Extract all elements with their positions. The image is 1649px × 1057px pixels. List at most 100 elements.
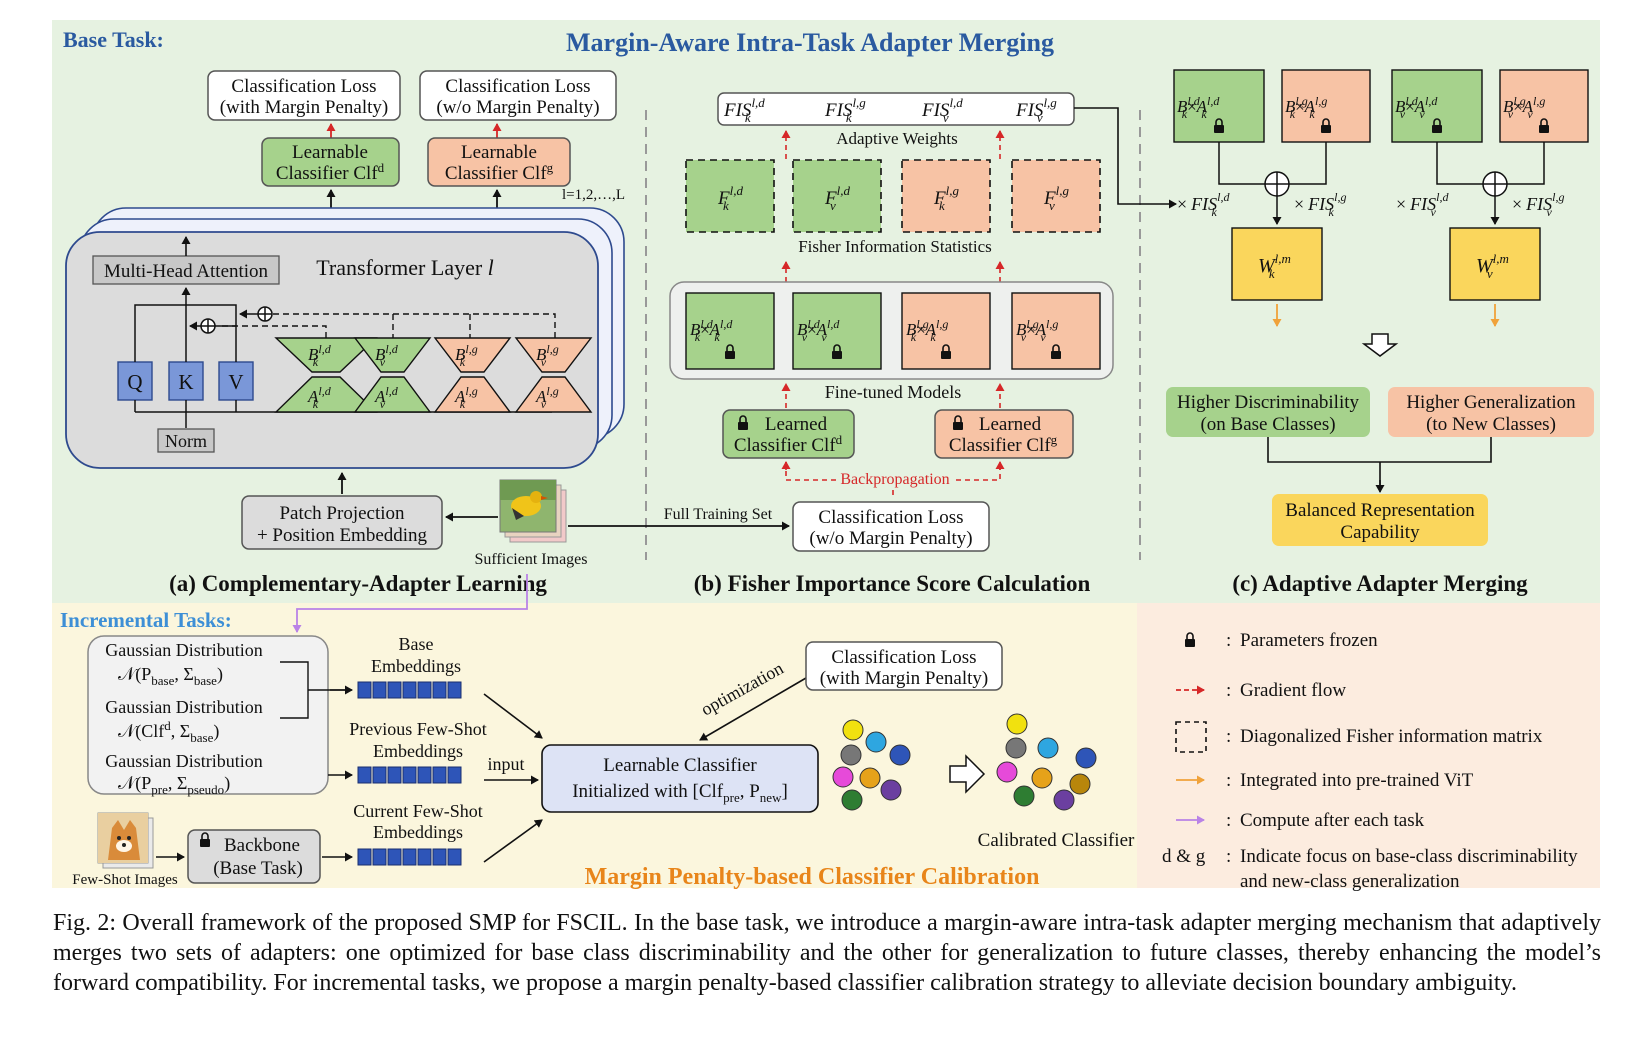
embedding-cell xyxy=(402,681,417,699)
gauss-3-title: Gaussian Distribution xyxy=(105,751,263,771)
legend-background xyxy=(1137,603,1600,888)
class-dot xyxy=(889,744,911,766)
embedding-cell xyxy=(357,848,372,866)
adapter-a-vd xyxy=(353,376,432,413)
class-dot xyxy=(1053,789,1075,811)
legend-colon: : xyxy=(1226,680,1231,701)
adapter-b-vd xyxy=(353,337,432,373)
base-emb-line1: Base xyxy=(399,634,434,654)
loss-inc-line2: (with Margin Penalty) xyxy=(820,668,989,689)
adapter-a-row xyxy=(274,376,593,413)
input-label: input xyxy=(487,754,524,774)
panel-a: Classification Loss (with Margin Penalty… xyxy=(65,70,625,596)
gauss-1-formula: 𝒩(Pbase, Σbase) xyxy=(118,664,223,688)
curr-emb-line2: Embeddings xyxy=(373,822,463,842)
backprop-label-bg xyxy=(836,470,954,488)
calibrated-label: Calibrated Classifier xyxy=(978,830,1135,851)
legend-colon: : xyxy=(1226,770,1231,791)
hollow-down-arrow xyxy=(1361,333,1399,357)
higher-gen-box xyxy=(1388,387,1594,437)
embedding-cell xyxy=(447,681,462,699)
loss-inc-line1: Classification Loss xyxy=(831,647,976,668)
embedding-cell xyxy=(357,681,372,699)
optimization-arrow xyxy=(699,677,807,741)
learned-clf-d-line1: Learned xyxy=(765,414,828,435)
base-embeddings xyxy=(357,681,462,699)
clf-d-box xyxy=(261,137,400,187)
embedding-cell xyxy=(357,766,372,784)
gauss-3-formula: 𝒩(Ppre, Σpseudo) xyxy=(118,773,230,797)
embedding-cell xyxy=(447,766,462,784)
loss-nomargin-line2: (w/o Margin Penalty) xyxy=(436,97,599,118)
adapter-b-kd xyxy=(274,337,378,373)
prev-embeddings xyxy=(357,766,462,784)
class-dot xyxy=(996,761,1018,783)
legend-colon: : xyxy=(1226,726,1231,747)
sufficient-images-stack xyxy=(499,479,567,543)
clf-g-line2: Classifier Clfg xyxy=(445,160,554,184)
legend-dg-key: d & g xyxy=(1162,846,1206,867)
learnable-classifier-line2: Initialized with [Clfpre, Pnew] xyxy=(572,781,788,805)
adapter-dashed-bus xyxy=(222,309,556,338)
loss-margin-line2: (with Margin Penalty) xyxy=(220,97,389,118)
clf-d-line1: Learnable xyxy=(292,142,368,163)
class-dot xyxy=(841,789,863,811)
gaussian-frame xyxy=(87,635,329,795)
embedding-cell xyxy=(417,766,432,784)
learnable-classifier-box xyxy=(541,744,819,813)
adapter-b-kg xyxy=(433,337,512,373)
base-emb-line2: Embeddings xyxy=(371,656,461,676)
norm-label: Norm xyxy=(165,431,207,451)
loss-b-box xyxy=(792,501,990,552)
backbone-line2: (Base Task) xyxy=(213,858,303,879)
embedding-cell xyxy=(432,681,447,699)
panel-c-caption: (c) Adaptive Adapter Merging xyxy=(1232,571,1528,596)
fisher-f-vg xyxy=(1011,159,1101,233)
layers-label: l=1,2,…,L xyxy=(562,187,625,203)
backprop-label: Backpropagation xyxy=(840,471,949,488)
embedding-cell xyxy=(387,766,402,784)
backbone-box xyxy=(187,829,321,884)
legend-dg-line2: and new-class generalization xyxy=(1240,871,1460,892)
loss-margin-line1: Classification Loss xyxy=(231,76,376,97)
hollow-right-arrow xyxy=(949,754,986,794)
balanced-line2: Capability xyxy=(1340,522,1420,543)
base-task-header: Base Task: xyxy=(63,27,164,52)
learned-clf-g-box xyxy=(934,409,1074,459)
learned-clf-d-box xyxy=(722,409,855,459)
fisher-f-vd xyxy=(792,159,882,233)
class-dot xyxy=(1013,785,1035,807)
q-label: Q xyxy=(127,370,142,394)
higher-gen-line2: (to New Classes) xyxy=(1426,414,1556,435)
legend-dashed-box xyxy=(1175,721,1207,753)
gauss-2-title: Gaussian Distribution xyxy=(105,697,263,717)
few-shot-label: Few-Shot Images xyxy=(72,872,178,888)
mha-box xyxy=(92,255,280,285)
class-dots-before xyxy=(832,719,911,811)
balanced-line1: Balanced Representation xyxy=(1285,500,1475,521)
loss-margin-box xyxy=(207,70,401,121)
norm-box xyxy=(157,428,215,453)
calibration-title: Margin Penalty-based Classifier Calibrat… xyxy=(585,864,1040,890)
curr-embeddings xyxy=(357,848,462,866)
